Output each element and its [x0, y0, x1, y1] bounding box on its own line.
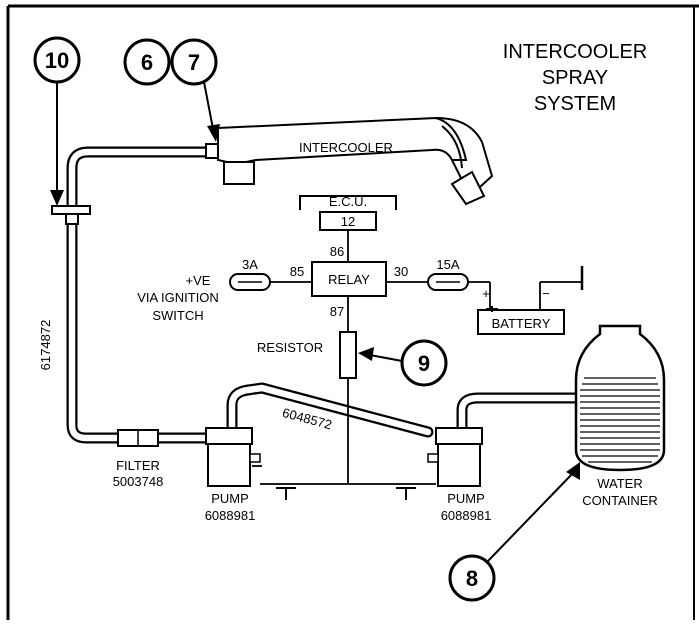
title-line-2: SPRAY [542, 67, 608, 89]
pump-right: PUMP 6088981 [396, 427, 492, 523]
pipe-vertical-part-label: 6174872 [38, 320, 53, 371]
resistor-label: RESISTOR [257, 340, 323, 355]
fuse-3a-label: 3A [242, 257, 258, 272]
filter-part: 5003748 [113, 474, 164, 489]
water-container-line-1: WATER [597, 476, 643, 491]
callout-6: 6 [123, 38, 171, 86]
svg-text:9: 9 [418, 351, 430, 376]
filter: FILTER 5003748 [113, 429, 164, 489]
title-line-1: INTERCOOLER [503, 41, 647, 63]
ignition-line-3: SWITCH [152, 308, 203, 323]
resistor: RESISTOR [257, 296, 357, 484]
ignition-feed: +VE VIA IGNITION SWITCH [137, 273, 219, 323]
relay-label: RELAY [328, 272, 370, 287]
pipe-to-container [456, 392, 581, 436]
ecu-pin: 12 [341, 214, 355, 229]
ignition-line-1: +VE [186, 273, 211, 288]
svg-text:8: 8 [466, 566, 478, 591]
water-fill [580, 377, 660, 463]
svg-text:7: 7 [188, 50, 200, 75]
pump-left-label: PUMP [211, 491, 249, 506]
battery-minus: − [542, 286, 550, 301]
callout-10: 10 [33, 36, 81, 206]
water-container-line-2: CONTAINER [582, 493, 658, 508]
pipework [66, 146, 581, 444]
pump-left: PUMP 6088981 [205, 427, 436, 523]
pipe-vertical [66, 216, 124, 444]
svg-text:10: 10 [45, 48, 69, 73]
battery-label: BATTERY [492, 316, 551, 331]
callout-8: 8 [448, 462, 580, 602]
ecu: E.C.U. 12 [299, 194, 397, 231]
pipe-to-intercooler [66, 146, 218, 211]
fuse-15a: 15A [386, 257, 491, 310]
ignition-line-2: VIA IGNITION [137, 290, 219, 305]
spray-nozzle [205, 143, 219, 159]
diagram-title: INTERCOOLER SPRAY SYSTEM [503, 41, 647, 115]
callout-9: 9 [358, 339, 448, 387]
callout-7: 7 [170, 38, 220, 142]
pump-right-part: 6088981 [441, 508, 492, 523]
pump-left-part: 6088981 [205, 508, 256, 523]
relay: RELAY 86 85 30 87 [290, 230, 408, 319]
relay-pin-30: 30 [394, 264, 408, 279]
filter-label: FILTER [116, 458, 160, 473]
t-junction [51, 205, 91, 225]
frame-border [6, 4, 699, 620]
intercooler-label: INTERCOOLER [299, 140, 393, 155]
svg-text:6: 6 [141, 50, 153, 75]
battery-plus: + [482, 286, 490, 301]
pump-right-label: PUMP [447, 491, 485, 506]
title-line-3: SYSTEM [534, 93, 616, 115]
intercooler: INTERCOOLER [205, 116, 494, 206]
water-container: WATER CONTAINER [574, 324, 666, 508]
fuse-3a: 3A [229, 257, 312, 291]
battery: BATTERY + − [477, 266, 584, 335]
relay-pin-86: 86 [330, 244, 344, 259]
relay-pin-87: 87 [330, 304, 344, 319]
ecu-label: E.C.U. [329, 194, 367, 209]
relay-pin-85: 85 [290, 264, 304, 279]
fuse-15a-label: 15A [436, 257, 459, 272]
